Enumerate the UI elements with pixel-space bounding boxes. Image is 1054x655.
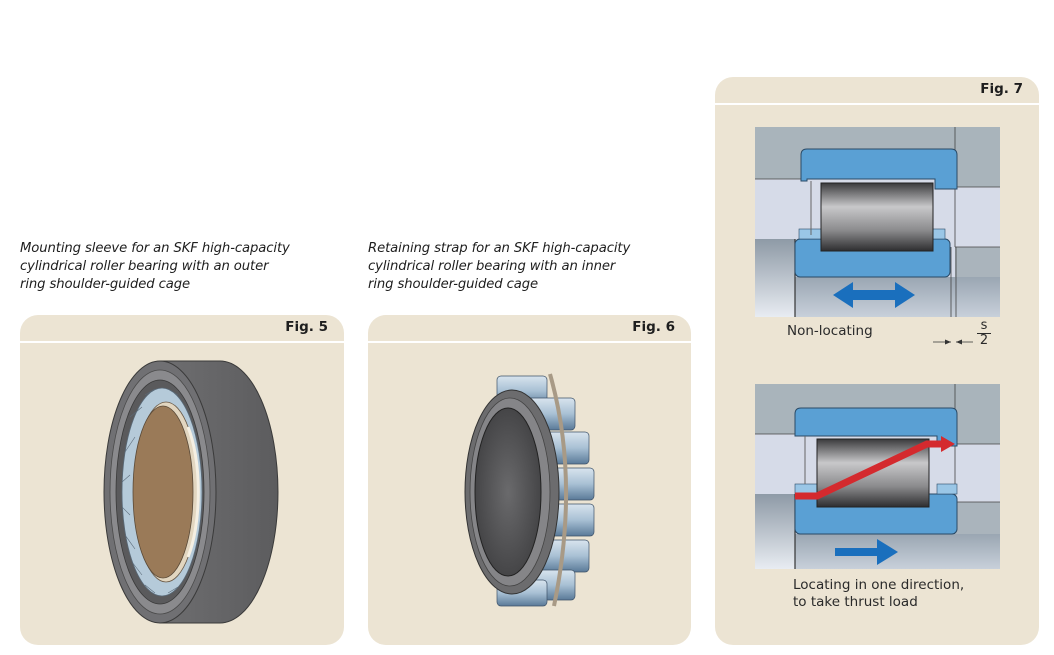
fig5-caption-line: Mounting sleeve for an SKF high-capacity [20,241,290,256]
roller-cage-with-retaining-strap-illustration [464,373,595,607]
non-locating-bearing-diagram [755,127,1000,317]
rollers [121,388,179,594]
locating-label-line: Locating in one direction, [793,577,965,593]
dimension-fraction: s 2 [977,319,991,348]
figure-header [368,315,691,343]
fig6-caption-line: cylindrical roller bearing with an inner [368,259,616,274]
double-arrow-icon [833,282,915,308]
figure-6-panel: Fig. 6 [368,315,691,645]
locating-label-line: to take thrust load [793,594,918,610]
fig5-caption-line: ring shoulder-guided cage [20,277,191,292]
figure-label: Fig. 6 [632,319,675,335]
figure-7-panel: Fig. 7 Non-locating [715,77,1039,645]
figure-5-panel: Fig. 5 [20,315,344,645]
figure-label: Fig. 7 [980,81,1023,97]
fig6-caption: Retaining strap for an SKF high-capacity… [368,240,630,294]
right-arrow-icon [835,539,898,565]
locating-label: Locating in one direction, to take thrus… [793,577,964,611]
dimension-arrows-icon [933,339,973,345]
fig6-caption-line: ring shoulder-guided cage [368,277,539,292]
locating-bearing-diagram [755,384,1000,569]
figure-label: Fig. 5 [285,319,328,335]
fig6-caption-line: Retaining strap for an SKF high-capacity [368,241,631,256]
thrust-load-arrow-icon [795,436,955,500]
fraction-numerator: s [977,319,991,334]
figure-header [20,315,344,343]
figure-header [715,77,1039,105]
fig5-caption-line: cylindrical roller bearing with an outer [20,259,269,274]
bearing-with-mounting-sleeve-illustration [103,360,279,624]
non-locating-label: Non-locating [787,323,873,339]
fraction-denominator: 2 [979,333,989,348]
fig5-caption: Mounting sleeve for an SKF high-capacity… [20,240,290,294]
retaining-strap [548,373,569,607]
